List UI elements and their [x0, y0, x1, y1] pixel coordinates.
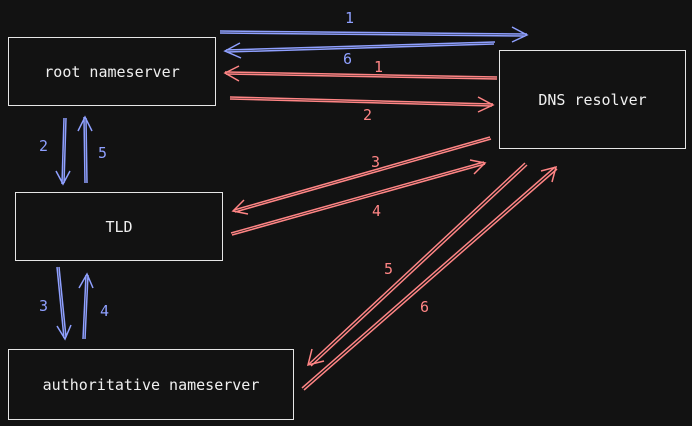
arrow-blue-2 [55, 117, 71, 186]
edge-label-blue-2: 2 [39, 137, 48, 155]
authoritative-nameserver-node[interactable]: authoritative nameserver [8, 349, 294, 420]
dns-resolver-node[interactable]: DNS resolver [499, 50, 686, 149]
arrow-blue-3 [56, 266, 72, 341]
tld-node[interactable]: TLD [15, 192, 223, 261]
edge-label-red-3: 3 [371, 153, 380, 171]
arrow-red-5 [306, 162, 528, 367]
edge-label-blue-6: 6 [343, 50, 352, 68]
root-nameserver-label: root nameserver [44, 62, 180, 81]
root-nameserver-node[interactable]: root nameserver [8, 37, 216, 106]
arrow-red-6 [301, 165, 558, 391]
arrow-red-1 [223, 65, 498, 82]
edge-label-blue-4: 4 [100, 302, 109, 320]
arrow-blue-6 [223, 41, 496, 59]
arrow-blue-1 [219, 26, 529, 43]
edge-label-red-1: 1 [374, 58, 383, 76]
edge-label-blue-5: 5 [98, 144, 107, 162]
edge-label-red-6: 6 [420, 298, 429, 316]
tld-label: TLD [105, 217, 133, 236]
edge-label-blue-1: 1 [345, 9, 354, 27]
authoritative-nameserver-label: authoritative nameserver [42, 375, 260, 394]
arrow-red-3 [231, 136, 492, 215]
dns-resolver-label: DNS resolver [538, 90, 647, 109]
arrow-red-4 [230, 159, 487, 236]
edge-label-blue-3: 3 [39, 297, 48, 315]
arrow-blue-4 [78, 272, 94, 340]
edge-label-red-2: 2 [363, 106, 372, 124]
edge-label-red-4: 4 [372, 202, 381, 220]
arrow-red-2 [229, 96, 495, 113]
arrow-blue-5 [77, 115, 93, 184]
edge-label-red-5: 5 [384, 260, 393, 278]
